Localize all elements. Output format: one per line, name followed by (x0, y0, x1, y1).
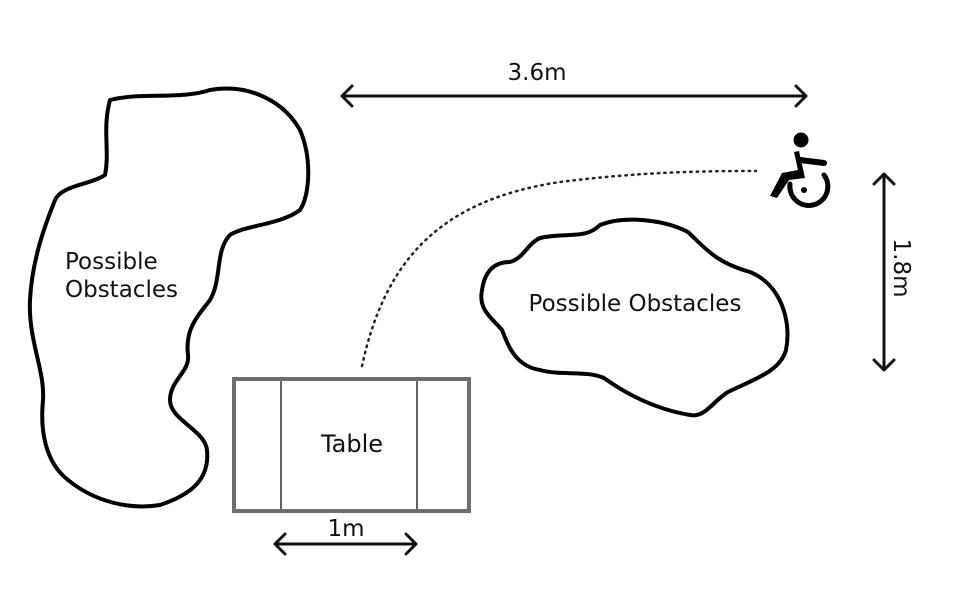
obstacle-left-label-line1: Possible (65, 249, 158, 275)
obstacle-left-label-line2: Obstacles (65, 277, 178, 303)
height-dimension: 1.8m (872, 172, 914, 372)
obstacle-left-outline (27, 86, 311, 509)
table-outline (232, 377, 471, 513)
table-width-dimension: 1m (273, 516, 418, 556)
wheelchair-icon (770, 132, 831, 208)
obstacle-right-outline (479, 217, 790, 418)
height-dimension-label: 1.8m (888, 239, 914, 298)
table: Table (232, 377, 471, 513)
route-path (360, 169, 758, 368)
width-dimension-label: 3.6m (508, 60, 567, 86)
table-label: Table (320, 430, 383, 458)
width-dimension: 3.6m (340, 60, 808, 108)
obstacle-right-label: Possible Obstacles (529, 291, 742, 317)
table-width-label: 1m (327, 516, 364, 542)
